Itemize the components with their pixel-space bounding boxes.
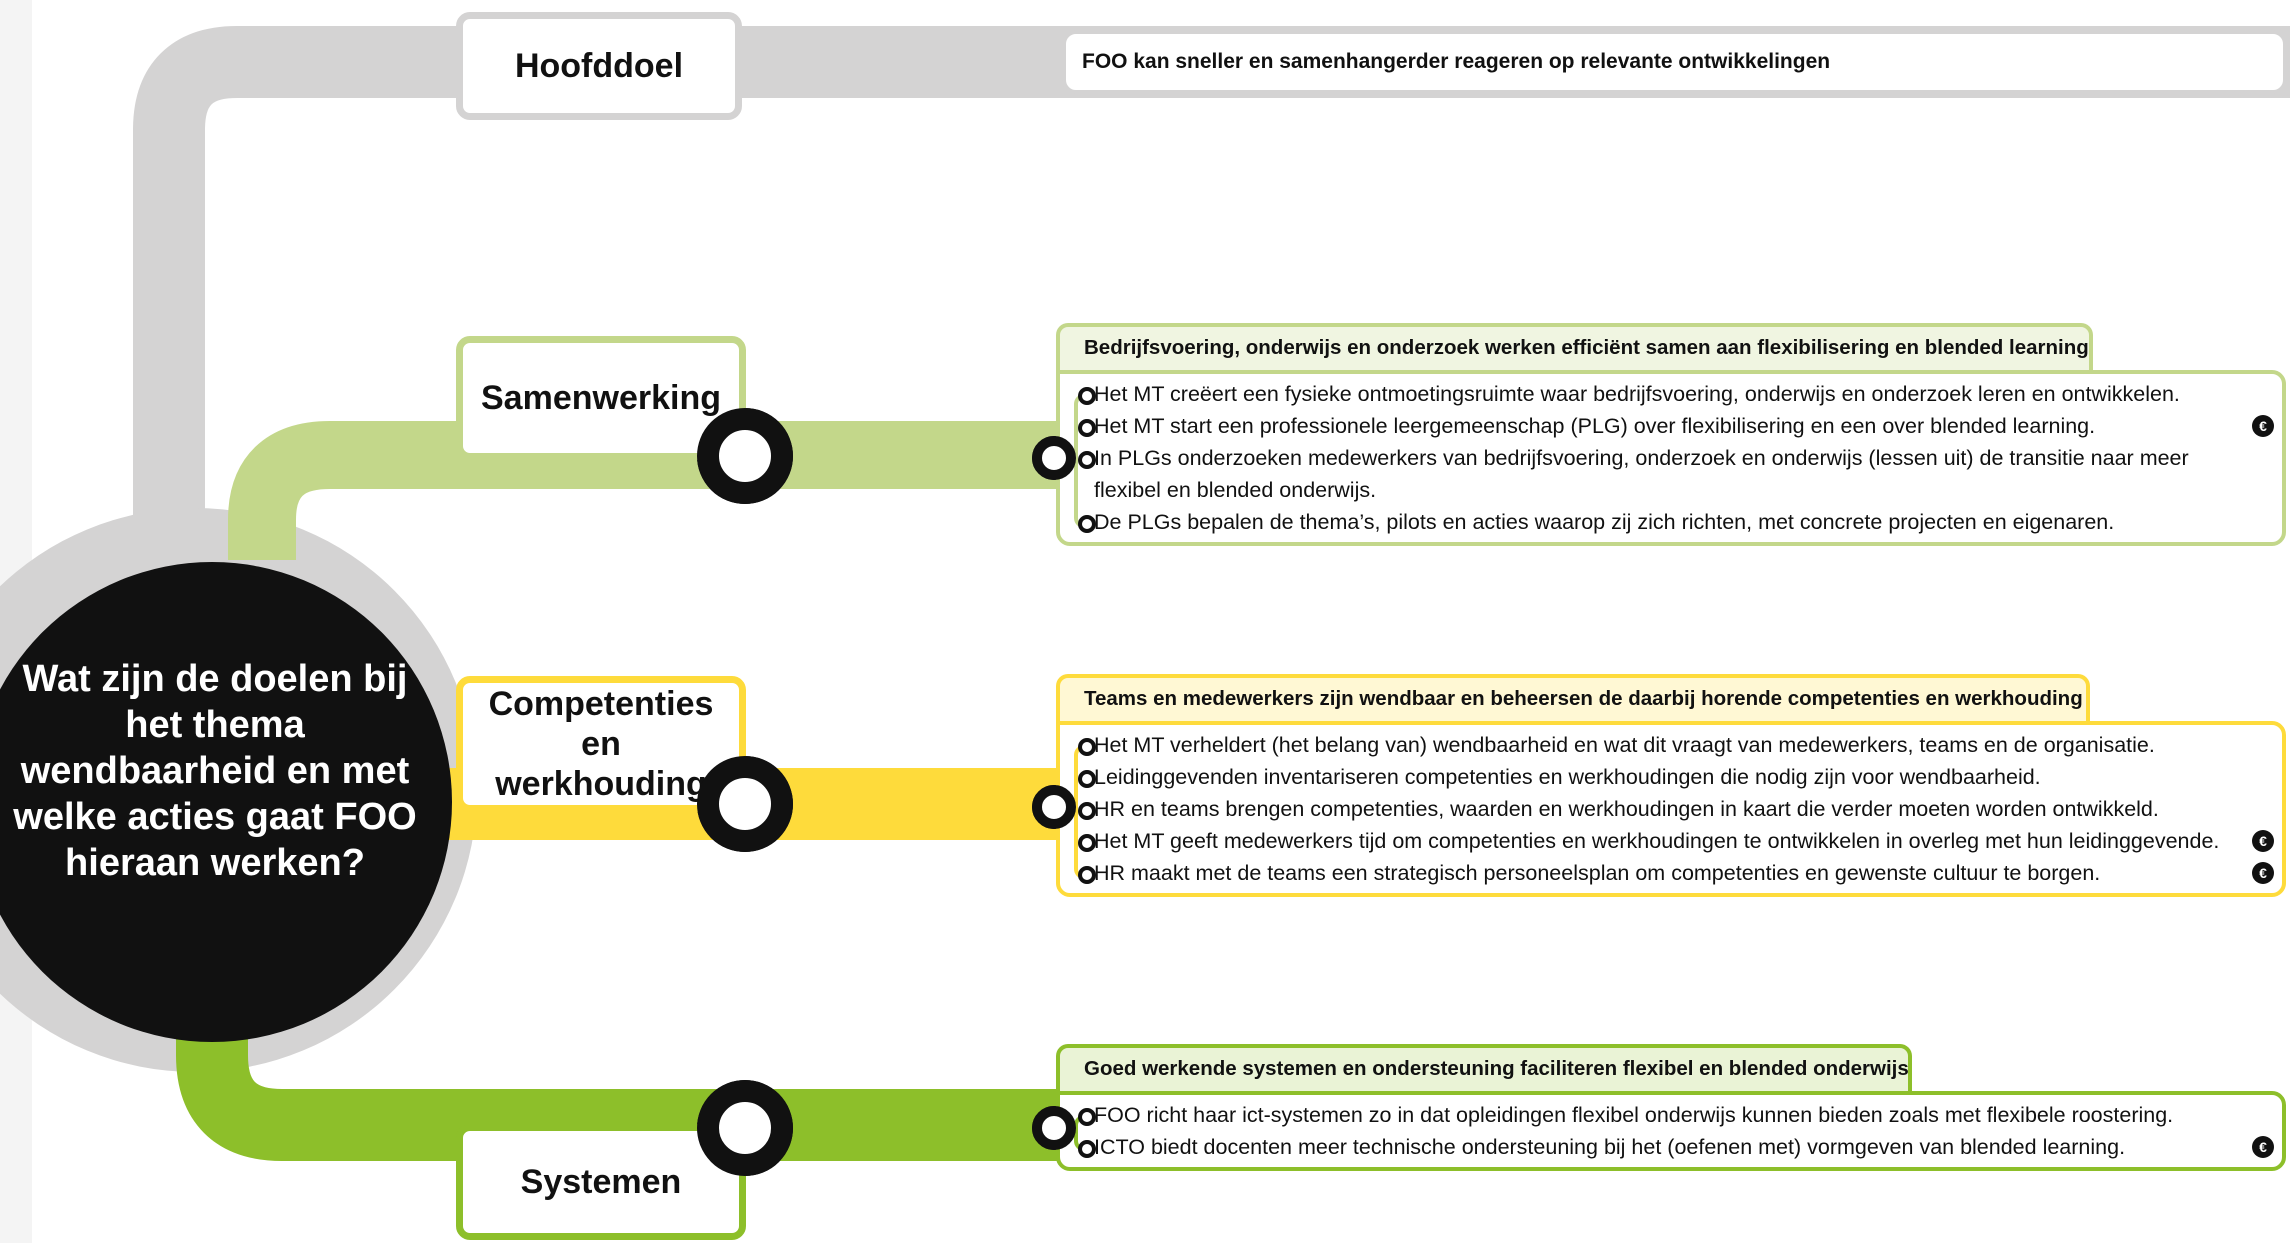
node-competenties: Competenties en werkhouding: [456, 676, 746, 812]
goal-competenties: Teams en medewerkers zijn wendbaar en be…: [1056, 674, 2090, 722]
actions-systemen: FOO richt haar ict-systemen zo in dat op…: [1056, 1091, 2286, 1171]
euro-icon: €: [2252, 862, 2274, 884]
goal-competenties-text: Teams en medewerkers zijn wendbaar en be…: [1084, 687, 2083, 710]
main-goal-text: FOO kan sneller en samenhangerder reager…: [1082, 50, 1831, 73]
node-hoofddoel: Hoofddoel: [456, 12, 742, 120]
bullet-ring-icon: [1078, 770, 1096, 788]
action-item: De PLGs bepalen de thema’s, pilots en ac…: [1078, 506, 2236, 538]
action-item: HR en teams brengen competenties, waarde…: [1078, 793, 2236, 825]
action-item: HR maakt met de teams een strategisch pe…: [1078, 857, 2236, 889]
actions-samenwerking: Het MT creëert een fysieke ontmoetingsru…: [1056, 370, 2286, 546]
action-item: ICTO biedt docenten meer technische onde…: [1078, 1131, 2236, 1163]
goal-systemen-text: Goed werkende systemen en ondersteuning …: [1084, 1057, 1909, 1080]
goal-samenwerking: Bedrijfsvoering, onderwijs en onderzoek …: [1056, 323, 2093, 371]
actions-competenties: Het MT verheldert (het belang van) wendb…: [1056, 721, 2286, 897]
bullet-ring-icon: [1078, 419, 1096, 437]
action-item: Het MT verheldert (het belang van) wendb…: [1078, 729, 2236, 761]
bullet-ring-icon: [1078, 1108, 1096, 1126]
node-samenwerking: Samenwerking: [456, 336, 746, 460]
bullet-ring-icon: [1078, 387, 1096, 405]
bullet-ring-icon: [1078, 1140, 1096, 1158]
euro-icon: €: [2252, 1136, 2274, 1158]
action-item: In PLGs onderzoeken medewerkers van bedr…: [1078, 442, 2236, 506]
node-samenwerking-label: Samenwerking: [481, 379, 721, 417]
bullet-ring-icon: [1078, 515, 1096, 533]
bullet-ring-icon: [1078, 451, 1096, 469]
euro-icon: €: [2252, 415, 2274, 437]
node-hoofddoel-label: Hoofddoel: [514, 47, 684, 85]
bullet-ring-icon: [1078, 802, 1096, 820]
goal-systemen: Goed werkende systemen en ondersteuning …: [1056, 1044, 1912, 1092]
pipe-samenwerking: [228, 421, 1060, 560]
node-competenties-label: Competenties en werkhouding: [488, 685, 714, 803]
main-goal-panel: FOO kan sneller en samenhangerder reager…: [1062, 30, 2287, 94]
center-circle: [0, 562, 452, 1042]
pipe-main-goal: [133, 26, 2290, 560]
node-systemen: Systemen: [456, 1124, 746, 1240]
node-systemen-label: Systemen: [520, 1163, 682, 1201]
action-item: Het MT creëert een fysieke ontmoetingsru…: [1078, 378, 2236, 410]
bullet-ring-icon: [1078, 834, 1096, 852]
action-item: Het MT start een professionele leergemee…: [1078, 410, 2236, 442]
action-item: FOO richt haar ict-systemen zo in dat op…: [1078, 1099, 2236, 1131]
goal-samenwerking-text: Bedrijfsvoering, onderwijs en onderzoek …: [1084, 336, 2089, 359]
bullet-ring-icon: [1078, 866, 1096, 884]
pipe-systemen: [176, 1000, 1060, 1161]
action-item: Leidinggevenden inventariseren competent…: [1078, 761, 2236, 793]
center-question: Wat zijn de doelen bij het thema wendbaa…: [13, 658, 417, 884]
bullet-ring-icon: [1078, 738, 1096, 756]
action-item: Het MT geeft medewerkers tijd om compete…: [1078, 825, 2236, 857]
euro-icon: €: [2252, 830, 2274, 852]
